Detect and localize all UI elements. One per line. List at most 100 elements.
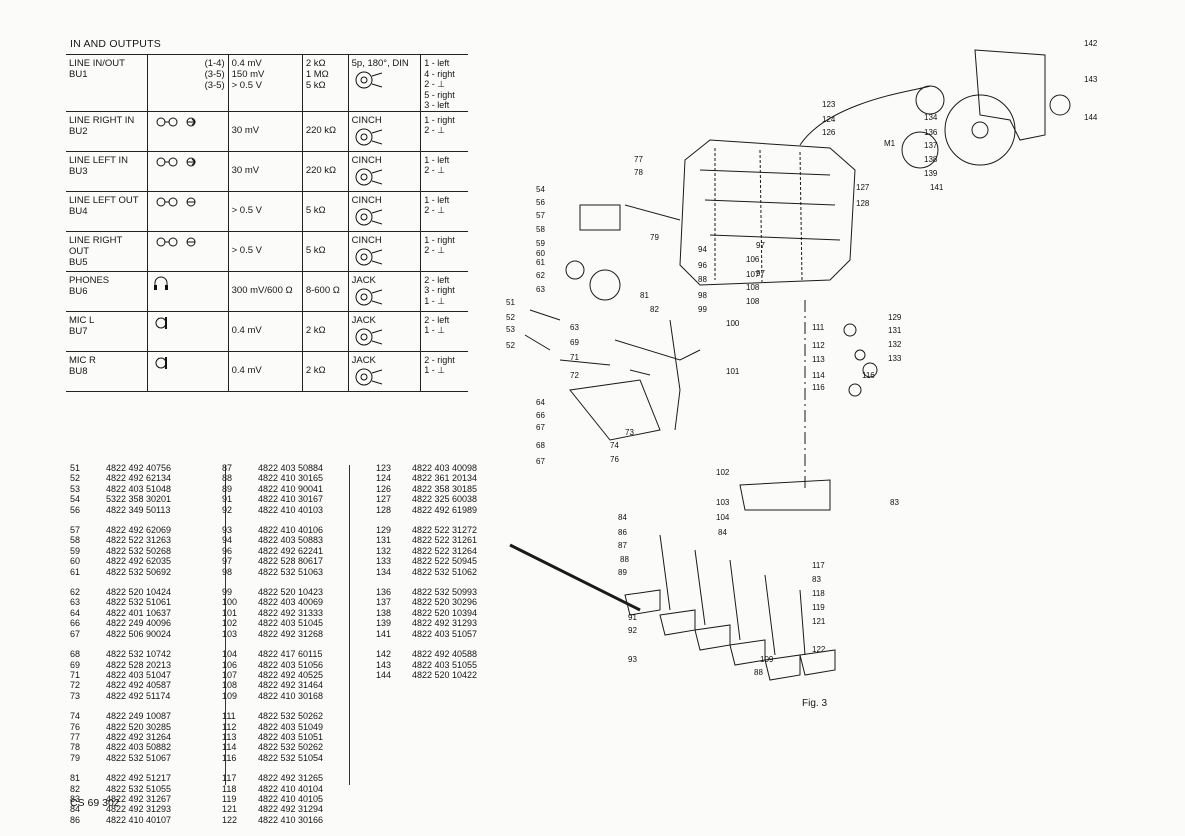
part-number: 4822 358 30185 — [412, 483, 478, 494]
impedance-value: 2 kΩ — [305, 324, 326, 336]
pin-assignment: 5 - right — [424, 89, 455, 100]
io-symbol — [147, 110, 229, 151]
pin-assignment: 2 - ⊥ — [424, 125, 446, 135]
part-number: 4822 492 31464 — [258, 680, 324, 691]
part-number: 4822 492 31294 — [258, 804, 324, 815]
part-callout-label: 141 — [930, 183, 944, 192]
part-number: 4822 520 10423 — [258, 587, 324, 598]
pin-assignment: 3 - right — [424, 285, 455, 295]
part-position: 139 — [376, 618, 392, 629]
impedance-value: 2 kΩ — [305, 58, 326, 69]
part-position: 142 — [376, 649, 392, 660]
part-position: 51 — [70, 463, 81, 473]
part-position: 57 — [70, 525, 81, 536]
connector-type: JACK — [351, 314, 376, 326]
reel-spindle — [589, 269, 621, 301]
io-name: LINE RIGHT OUT — [69, 234, 123, 257]
part-number: 4822 403 50883 — [258, 535, 324, 546]
part-callout-label: 88 — [620, 555, 629, 564]
part-position: 144 — [376, 669, 392, 680]
io-socket: BU2 — [69, 125, 88, 137]
part-position: 68 — [70, 649, 81, 660]
part-callout-label: 122 — [812, 645, 826, 654]
part-number: 4822 522 31263 — [106, 535, 172, 546]
part-callout-label: 82 — [650, 305, 659, 314]
part-position: 100 — [222, 597, 238, 608]
connector-icon — [355, 168, 382, 185]
figure-caption: Fig. 3 — [802, 698, 828, 709]
part-number: 4822 325 60038 — [412, 494, 478, 505]
part-callout-label: 67 — [536, 423, 545, 432]
part-callout-label: 102 — [716, 468, 730, 477]
exploded-view-diagram: 5152535254565758596061626363646667676869… — [506, 39, 1098, 681]
part-number: 4822 410 40105 — [258, 793, 324, 804]
part-number: 4822 522 31264 — [412, 545, 478, 556]
part-position: 73 — [70, 690, 81, 701]
io-socket: BU5 — [69, 256, 88, 268]
io-socket: BU4 — [69, 205, 88, 217]
part-callout-label: 129 — [888, 313, 902, 322]
part-position: 87 — [222, 463, 233, 473]
part-position: 66 — [70, 618, 81, 629]
part-position: 97 — [222, 556, 233, 567]
part-number: 4822 522 50945 — [412, 556, 478, 567]
part-callout-label: 78 — [634, 168, 643, 177]
pin-assignment: 2 - ⊥ — [424, 245, 446, 255]
io-socket: BU7 — [69, 325, 88, 337]
part-position: 96 — [222, 545, 233, 556]
part-callout-label: 51 — [506, 298, 515, 307]
io-name: PHONES — [69, 274, 110, 286]
io-name: LINE RIGHT IN — [69, 114, 135, 126]
part-callout-label: 97 — [756, 269, 765, 278]
part-position: 88 — [222, 473, 233, 484]
part-position: 141 — [376, 628, 392, 639]
connector-icon — [355, 208, 382, 225]
part-position: 54 — [70, 494, 81, 505]
pin-assignment: 1 - right — [424, 114, 455, 125]
parts-column-divider — [225, 465, 226, 785]
pin-assignment: 2 - ⊥ — [424, 165, 446, 175]
level-value: 0.4 mV — [231, 58, 262, 69]
part-callout-label: 99 — [698, 305, 707, 314]
part-callout-label: 118 — [812, 589, 825, 598]
part-position: 84 — [70, 804, 81, 815]
lever — [614, 339, 701, 361]
level-value: 30 mV — [231, 124, 260, 136]
level-value: > 0.5 V — [231, 244, 262, 256]
part-number: 4822 532 51067 — [106, 752, 172, 763]
connector-type: CINCH — [351, 194, 382, 206]
symbol-pin-label: (1-4) — [204, 58, 225, 69]
part-number: 4822 492 62035 — [106, 556, 172, 567]
part-position: 91 — [222, 494, 233, 505]
level-value: > 0.5 V — [231, 80, 262, 91]
level-value: 0.4 mV — [231, 364, 262, 376]
part-callout-label: 60 — [536, 249, 545, 258]
io-socket: BU1 — [69, 69, 88, 80]
part-number: 4822 410 40107 — [106, 814, 172, 825]
part-callout-label: 139 — [924, 169, 938, 178]
part-position: 77 — [70, 731, 81, 742]
